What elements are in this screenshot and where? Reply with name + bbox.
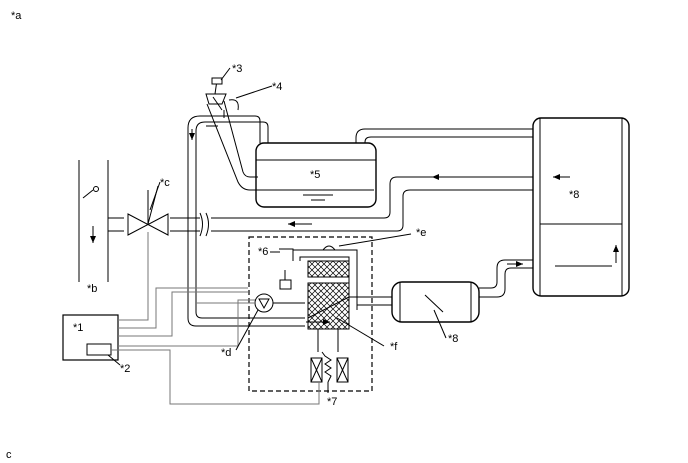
canister-box <box>532 117 630 297</box>
vane-pump <box>196 293 305 313</box>
purge-pipe <box>108 176 533 237</box>
label-f: *f <box>390 341 398 353</box>
label-b: *b <box>87 283 97 295</box>
label-c: *c <box>160 177 170 189</box>
filler-pipe <box>205 77 258 191</box>
label-e: *e <box>416 227 426 239</box>
label-5: *5 <box>310 169 320 181</box>
fuel-tank <box>255 142 377 208</box>
label-8-top: *8 <box>569 189 579 201</box>
label-4: *4 <box>272 81 282 93</box>
corner-label-top: *a <box>11 10 22 22</box>
label-6: *6 <box>258 246 268 258</box>
corner-label-bottom: c <box>6 449 12 461</box>
label-3: *3 <box>232 63 242 75</box>
secondary-canister <box>391 281 480 323</box>
filter-connection-pipe <box>479 259 533 298</box>
ecm-wiring <box>111 232 320 405</box>
label-d: *d <box>221 347 231 359</box>
leader-lines <box>107 67 447 393</box>
pump-module-internals <box>279 245 392 383</box>
label-8-canister: *8 <box>448 333 458 345</box>
ecm-unit <box>62 314 119 361</box>
label-1: *1 <box>73 322 83 334</box>
tank-vent-pipes <box>187 115 533 327</box>
label-2: *2 <box>120 363 130 375</box>
intake-pipe <box>78 160 109 282</box>
pump-module-boundary <box>248 236 373 392</box>
label-7: *7 <box>327 396 337 408</box>
purge-vsv-valve <box>127 185 169 236</box>
